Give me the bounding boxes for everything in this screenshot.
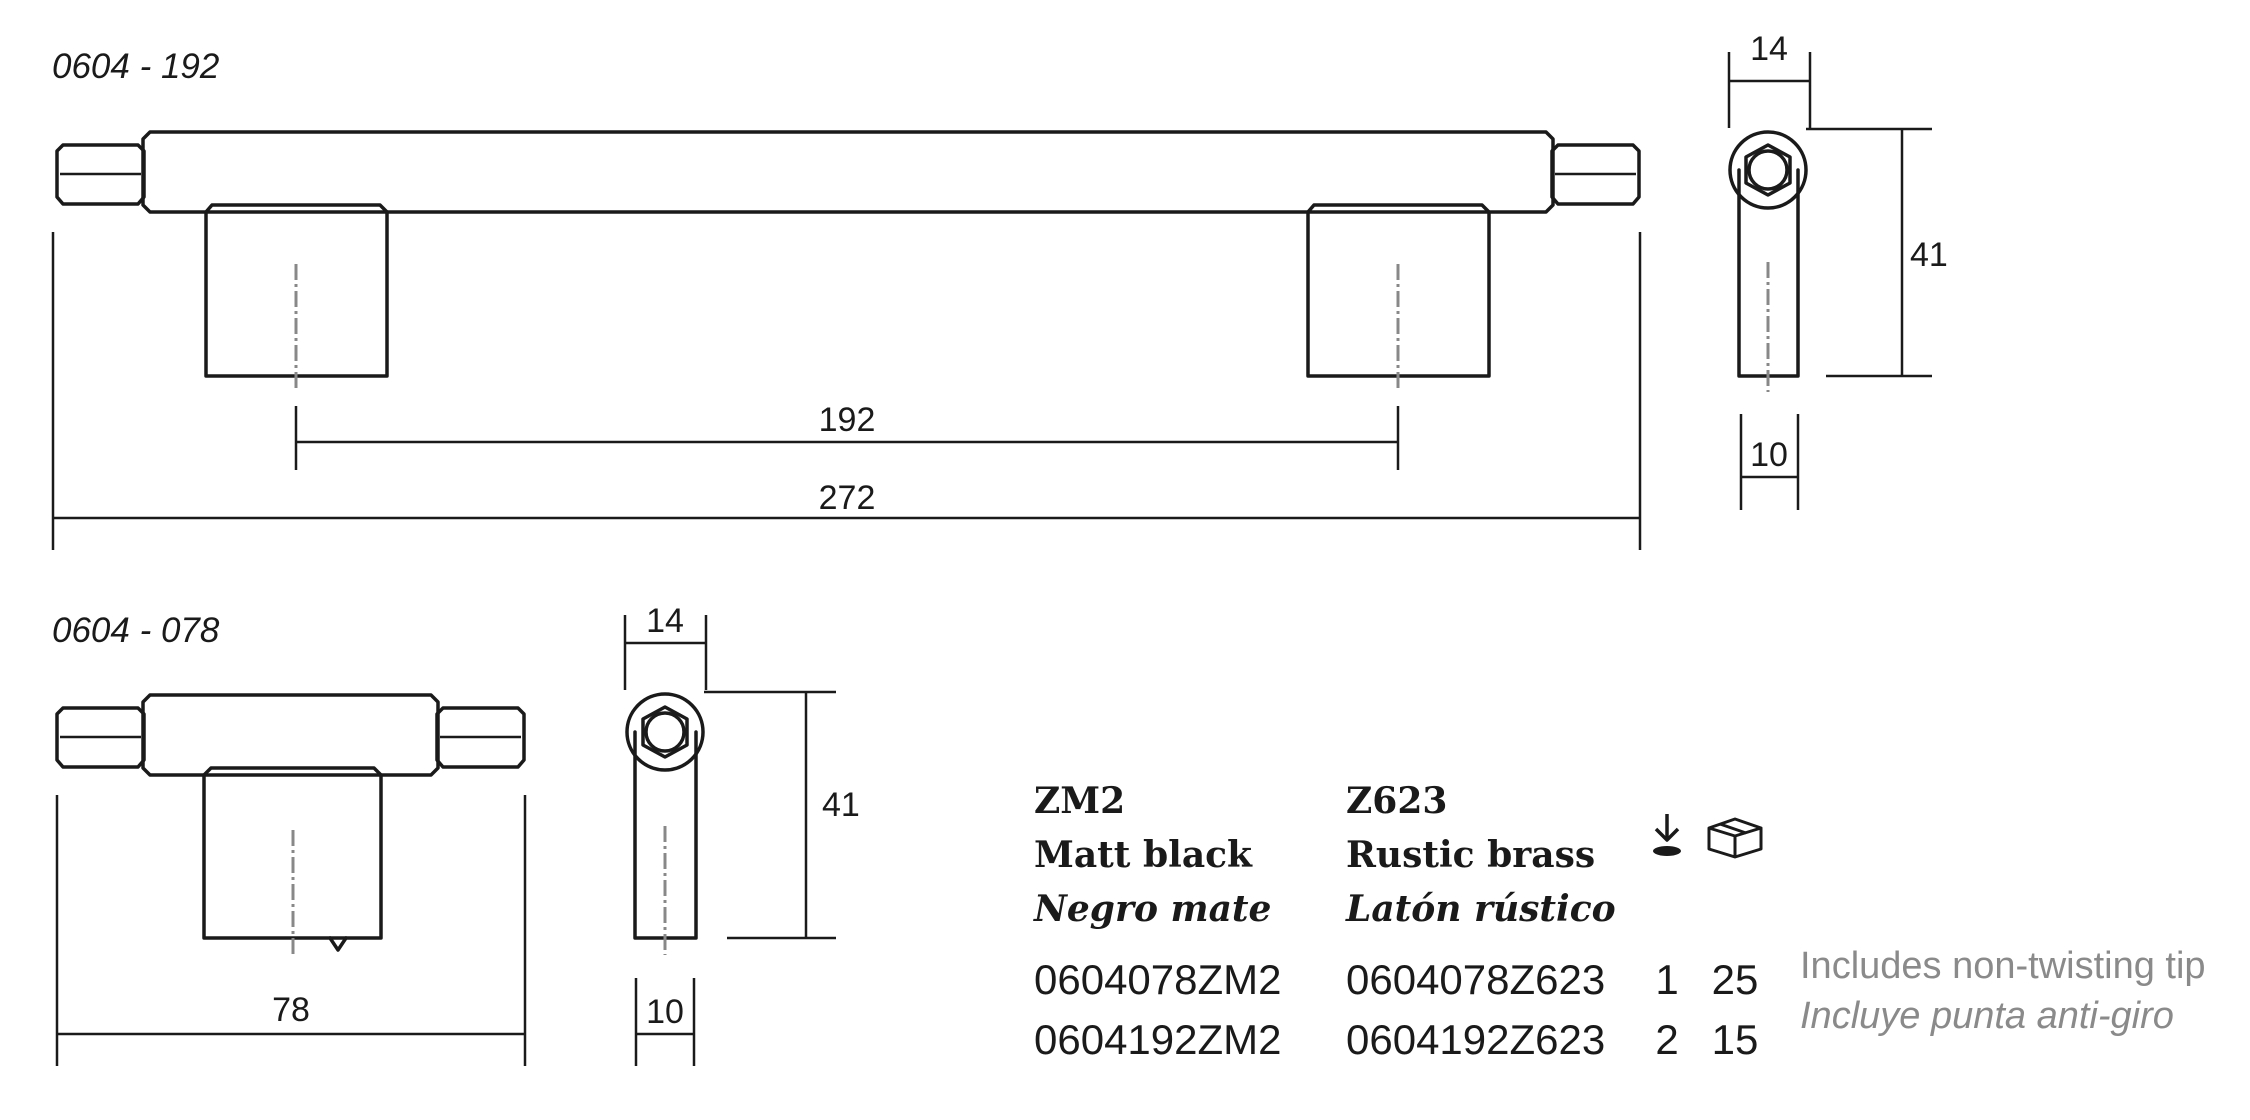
note-es: Incluye punta anti-giro bbox=[1800, 995, 2174, 1037]
note-en: Includes non-twisting tip bbox=[1800, 945, 2206, 987]
finish-code-zm2: ZM2 bbox=[1034, 780, 1126, 822]
dimension-width-14-top: 14 bbox=[1750, 30, 1788, 68]
screws-column: 1 2 bbox=[1643, 950, 1691, 1070]
handle-192-front-view: 0604 - 192 192 272 bbox=[51, 47, 1642, 550]
handle-192-side-view: 14 41 10 bbox=[1727, 30, 1948, 510]
handle-078-front-view: 0604 - 078 78 bbox=[52, 611, 527, 1066]
finish-name-es-z623: Latón rústico bbox=[1346, 888, 1616, 930]
screws-count: 2 bbox=[1655, 1016, 1679, 1063]
dimension-base-10-top: 10 bbox=[1750, 436, 1788, 474]
dimension-base-10-bottom: 10 bbox=[646, 993, 684, 1031]
finish-name-es-zm2: Negro mate bbox=[1034, 888, 1272, 930]
dimension-width-14-bottom: 14 bbox=[646, 602, 684, 640]
box-icon bbox=[1707, 817, 1763, 859]
dimension-overall-78: 78 bbox=[272, 991, 310, 1029]
references-z623-column: 0604078Z623 0604192Z623 bbox=[1346, 950, 1605, 1070]
handle-078-side-view: 14 41 10 bbox=[623, 602, 860, 1066]
references-zm2-column: 0604078ZM2 0604192ZM2 bbox=[1034, 950, 1282, 1070]
finish-name-en-z623: Rustic brass bbox=[1346, 834, 1596, 876]
reference-cell: 0604078ZM2 bbox=[1034, 956, 1282, 1003]
finish-code-z623: Z623 bbox=[1346, 780, 1448, 822]
dimension-height-41-bottom: 41 bbox=[822, 786, 860, 824]
screw-download-icon bbox=[1653, 814, 1681, 856]
model-label-078: 0604 - 078 bbox=[52, 611, 220, 650]
box-quantity: 15 bbox=[1711, 1016, 1759, 1063]
model-label-192: 0604 - 192 bbox=[52, 47, 219, 86]
reference-cell: 0604078Z623 bbox=[1346, 956, 1606, 1003]
finish-zm2-header: ZM2 Matt black Negro mate bbox=[1034, 774, 1271, 936]
reference-cell: 0604192ZM2 bbox=[1034, 1016, 1282, 1063]
finish-name-en-zm2: Matt black bbox=[1034, 834, 1253, 876]
dimension-height-41-top: 41 bbox=[1910, 236, 1948, 274]
reference-cell: 0604192Z623 bbox=[1346, 1016, 1606, 1063]
finish-z623-header: Z623 Rustic brass Latón rústico bbox=[1346, 774, 1616, 936]
box-quantity-column: 25 15 bbox=[1706, 950, 1764, 1070]
box-quantity: 25 bbox=[1711, 956, 1759, 1003]
screws-count: 1 bbox=[1655, 956, 1679, 1003]
dimension-centers-192: 192 bbox=[819, 401, 876, 439]
dimension-overall-272: 272 bbox=[819, 479, 876, 517]
